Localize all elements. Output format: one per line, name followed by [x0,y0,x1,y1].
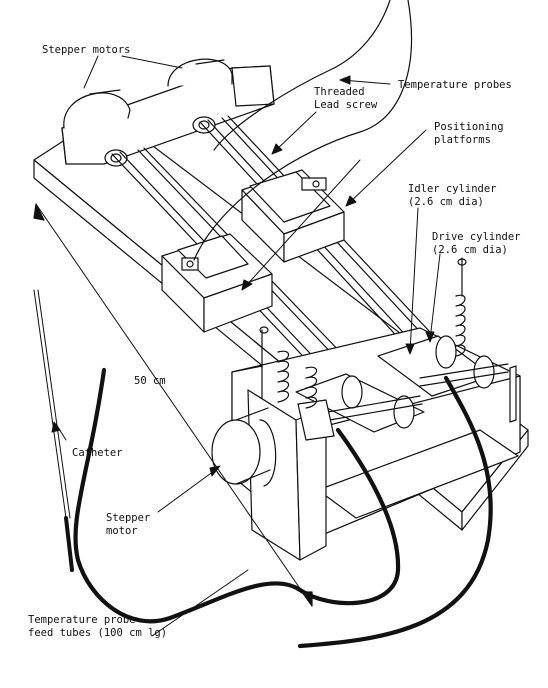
catheter [33,289,74,572]
label-drive-cylinder: Drive cylinder (2.6 cm dia) [432,231,521,256]
dimension-arrow-50cm [33,203,313,607]
temperature-probe-wires [193,0,412,261]
label-temperature-probes: Temperature probes [398,79,512,91]
label-idler-cylinder: Idler cylinder (2.6 cm dia) [408,183,497,208]
label-catheter: Catheter [72,447,123,459]
coiled-probes [259,257,467,409]
stepper-motor-left [63,89,131,129]
front-motor-block [211,389,327,561]
label-threaded-lead-screw: Threaded Lead screw [314,86,378,111]
drive-cylinder [377,335,517,423]
label-positioning-platforms: Positioning platforms [434,121,504,146]
idler-cylinder [295,373,425,441]
feed-tubes [73,367,493,649]
label-feed-tubes: Temperature probe feed tubes (100 cm lg) [28,614,168,639]
label-stepper-motor: Stepper motor [106,512,151,537]
positioning-platform-far [241,169,345,263]
label-50-cm: 50 cm [134,375,166,387]
motor-mount-plate [61,65,275,165]
leader-lines [51,55,441,637]
stepper-motor-right [167,58,233,87]
label-stepper-motors: Stepper motors [42,44,131,56]
